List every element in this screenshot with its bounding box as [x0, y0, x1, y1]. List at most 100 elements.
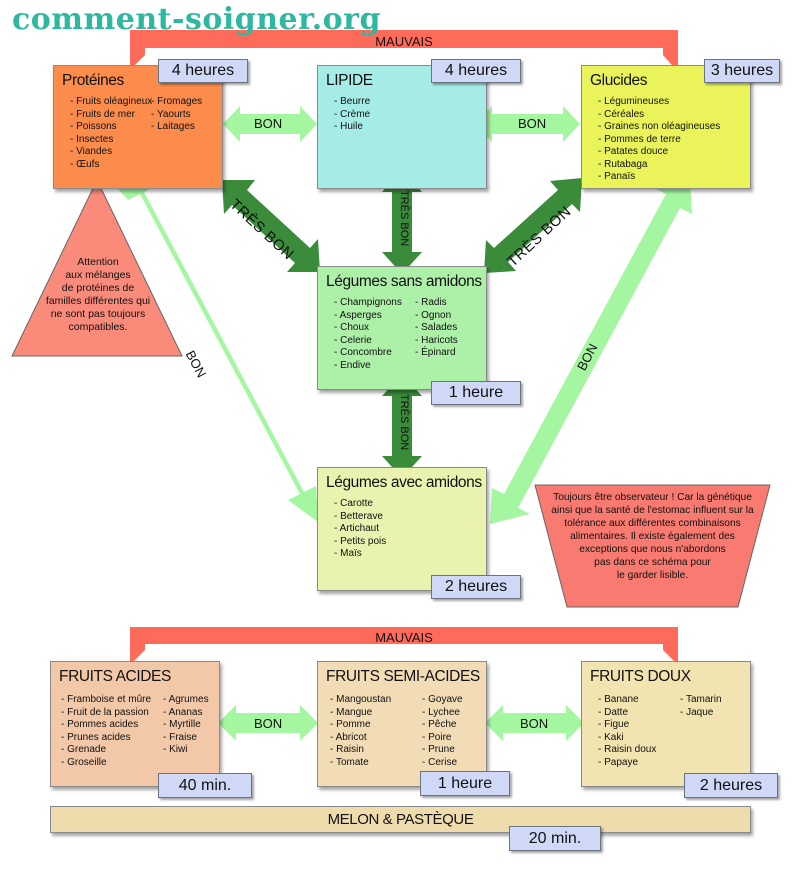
- lipide-box: LIPIDE Beurre Crème Huile: [317, 65, 487, 189]
- list-item: Lychee: [422, 707, 463, 720]
- list-item: Banane: [598, 694, 656, 707]
- list-item: Papaye: [598, 757, 656, 770]
- list-item: Céréales: [598, 109, 720, 122]
- list-item: Kiwi: [163, 744, 209, 757]
- tres-bon-arrow-legumes-legumes: [382, 374, 422, 478]
- list-item: Artichaut: [334, 523, 386, 536]
- list-item: Huile: [334, 121, 370, 134]
- list-item: Épinard: [415, 347, 458, 360]
- list-item: Carotte: [334, 498, 386, 511]
- proteines-list-1: Fruits oléagineux Fruits de mer Poissons…: [70, 96, 152, 171]
- fruits-doux-list-2: Tamarin Jaque: [680, 694, 722, 719]
- fruits-acides-list-2: Agrumes Ananas Myrtille Fraise Kiwi: [163, 694, 209, 757]
- mauvais-label-top: MAUVAIS: [375, 34, 433, 49]
- fruits-semi-list-2: Goyave Lychee Pêche Poire Prune Cerise: [422, 694, 463, 770]
- list-item: Prune: [422, 744, 463, 757]
- list-item: Crème: [334, 109, 370, 122]
- fruits-semi-list-1: Mangoustan Mangue Pomme Abricot Raisin T…: [330, 694, 392, 770]
- bon-arrow-proteines-lipide: [223, 106, 317, 142]
- list-item: Figue: [598, 719, 656, 732]
- site-watermark: comment-soigner.org: [12, 2, 381, 37]
- list-item: Laitages: [151, 121, 202, 134]
- legumes-sans-amidons-box: Légumes sans amidons Champignons Asperge…: [317, 266, 487, 390]
- tres-bon-arrow-proteines-legumes: [222, 180, 320, 272]
- list-item: Salades: [415, 322, 458, 335]
- legumes-avec-list: Carotte Betterave Artichaut Petits pois …: [334, 498, 387, 561]
- list-item: Abricot: [330, 732, 391, 745]
- legumes-sans-list-2: Radis Ognon Salades Haricots Épinard: [415, 297, 458, 360]
- tres-bon-label-center: TRÈS BON: [398, 190, 410, 247]
- melon-pasteque-title: MELON & PASTÈQUE: [327, 811, 474, 828]
- list-item: Framboise et mûre: [61, 694, 151, 707]
- list-item: Agrumes: [163, 694, 209, 707]
- legumes-sans-time-badge: 1 heure: [431, 381, 521, 405]
- warning-note: Attention aux mélanges de protéines de f…: [45, 256, 151, 333]
- bon-label-lipide-glucides: BON: [518, 116, 547, 131]
- list-item: Haricots: [415, 335, 458, 348]
- list-item: Radis: [415, 297, 458, 310]
- list-item: Grenade: [61, 744, 151, 757]
- lipide-time-badge: 4 heures: [431, 59, 521, 83]
- melon-pasteque-bar: MELON & PASTÈQUE: [50, 806, 751, 833]
- list-item: Panaïs: [598, 171, 720, 184]
- list-item: Tomate: [330, 757, 391, 770]
- list-item: Fromages: [151, 96, 202, 109]
- list-item: Poire: [422, 732, 463, 745]
- lipide-list: Beurre Crème Huile: [334, 96, 370, 134]
- bon-label-fruits-semi-doux: BON: [520, 716, 549, 731]
- list-item: Concombre: [334, 347, 402, 360]
- list-item: Fraise: [163, 732, 209, 745]
- list-item: Fruit de la passion: [61, 707, 151, 720]
- proteines-list-2: Fromages Yaourts Laitages: [151, 96, 202, 134]
- list-item: Celerie: [334, 335, 402, 348]
- list-item: Pêche: [422, 719, 463, 732]
- mauvais-bracket-top: [130, 30, 678, 72]
- legumes-sans-amidons-title: Légumes sans amidons: [326, 273, 482, 290]
- list-item: Rutabaga: [598, 159, 720, 172]
- legumes-avec-time-badge: 2 heures: [431, 575, 521, 599]
- glucides-box: Glucides Légumineuses Céréales Graines n…: [581, 65, 751, 189]
- legumes-sans-list-1: Champignons Asperges Choux Celerie Conco…: [334, 297, 402, 372]
- bon-arrow-fruits-semi-doux: [485, 705, 584, 741]
- list-item: Fruits oléagineux: [70, 96, 152, 109]
- list-item: Datte: [598, 707, 656, 720]
- warning-triangle: [11, 178, 183, 357]
- list-item: Goyave: [422, 694, 462, 707]
- legumes-avec-amidons-box: Légumes avec amidons Carotte Betterave A…: [317, 467, 487, 591]
- list-item: Œufs: [70, 159, 152, 172]
- fruits-semi-acides-title: FRUITS SEMI-ACIDES: [326, 668, 480, 685]
- lipide-title: LIPIDE: [326, 72, 373, 89]
- list-item: Choux: [334, 322, 402, 335]
- list-item: Insectes: [70, 134, 152, 147]
- list-item: Raisin: [330, 744, 391, 757]
- list-item: Ananas: [163, 707, 209, 720]
- list-item: Betterave: [334, 511, 386, 524]
- bon-label-proteines-lipide: BON: [254, 116, 283, 131]
- list-item: Mangoustan: [330, 694, 391, 707]
- fruits-doux-time-badge: 2 heures: [684, 773, 778, 798]
- list-item: Cerise: [422, 757, 463, 770]
- melon-time-badge: 20 min.: [509, 826, 601, 851]
- list-item: Tamarin: [680, 694, 722, 707]
- glucides-title: Glucides: [590, 72, 648, 89]
- tres-bon-arrow-glucides-legumes: [484, 178, 582, 273]
- tres-bon-arrow-lipide-legumes: [382, 170, 422, 274]
- list-item: Jaque: [680, 707, 722, 720]
- list-item: Graines non oléagineuses: [598, 121, 720, 134]
- bon-arrow-proteines-legumes-avec: [108, 178, 318, 522]
- list-item: Maïs: [334, 548, 386, 561]
- list-item: Yaourts: [151, 109, 202, 122]
- list-item: Pommes de terre: [598, 134, 720, 147]
- fruits-doux-box: FRUITS DOUX Banane Datte Figue Kaki Rais…: [581, 661, 751, 787]
- list-item: Beurre: [334, 96, 370, 109]
- list-item: Pomme: [330, 719, 391, 732]
- list-item: Endive: [334, 360, 402, 373]
- list-item: Légumineuses: [598, 96, 720, 109]
- observer-note-shape: [534, 484, 771, 608]
- list-item: Patates douce: [598, 146, 720, 159]
- bon-label-fruits-acides-semi: BON: [254, 716, 283, 731]
- fruits-doux-list-1: Banane Datte Figue Kaki Raisin doux Papa…: [598, 694, 656, 769]
- legumes-avec-amidons-title: Légumes avec amidons: [326, 474, 482, 491]
- list-item: Pommes acides: [61, 719, 151, 732]
